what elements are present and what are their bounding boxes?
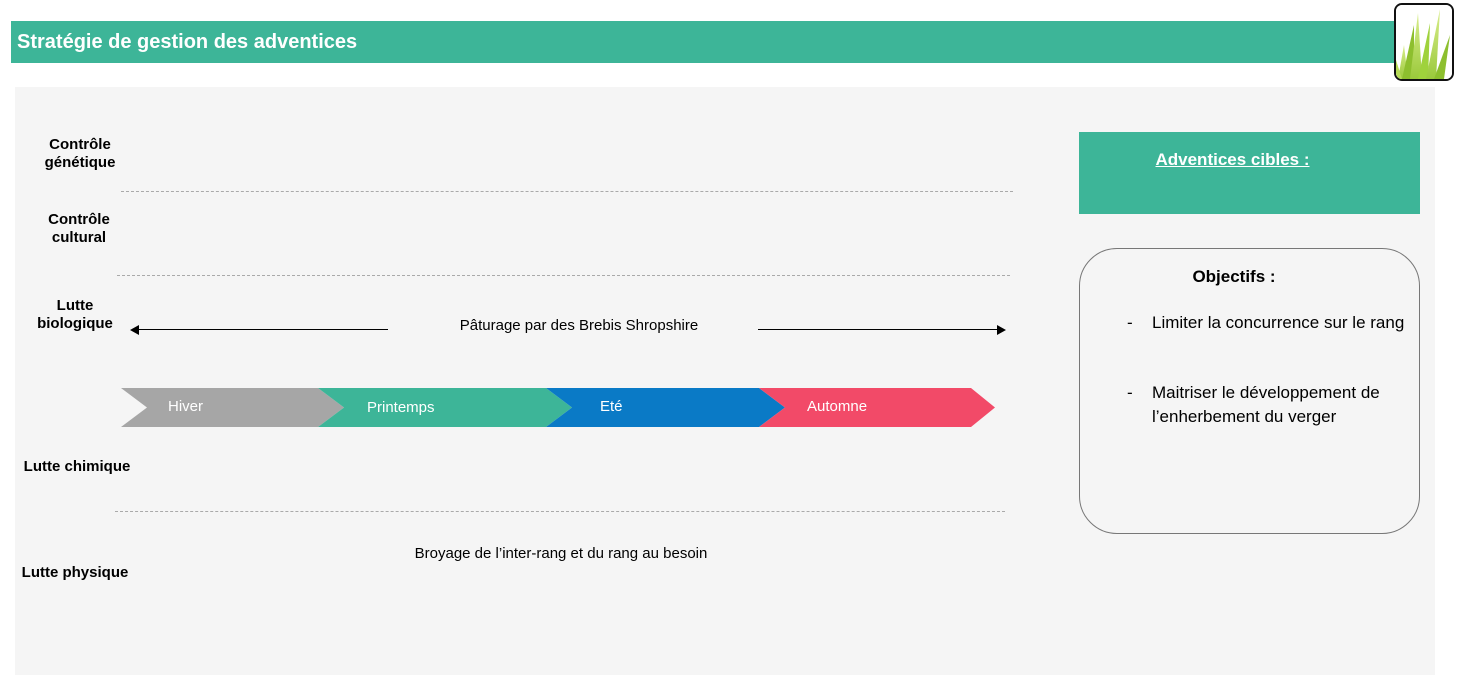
season-shape-summer: [546, 388, 785, 427]
biological-action-text: Pâturage par des Brebis Shropshire: [459, 317, 699, 334]
header-bar: Stratégie de gestion des adventices: [11, 21, 1401, 63]
arrow-line-left: [138, 329, 388, 330]
bullet-dash: -: [1127, 383, 1133, 402]
arrow-line-right: [758, 329, 998, 330]
objectives-box: Objectifs : - Limiter la concurrence sur…: [1079, 248, 1420, 534]
season-shape-spring: [318, 388, 572, 427]
season-label-spring: Printemps: [367, 399, 435, 416]
row-label-physical-control: Lutte physique: [21, 564, 129, 581]
objective-item: - Limiter la concurrence sur le rang: [1127, 311, 1412, 335]
target-weeds-title: Adventices cibles :: [1155, 150, 1310, 169]
target-weeds-box: Adventices cibles :: [1079, 132, 1420, 214]
page-title: Stratégie de gestion des adventices: [17, 31, 358, 53]
objective-text: Maitriser le développement de l’enherbem…: [1152, 383, 1380, 426]
objective-item: - Maitriser le développement de l’enherb…: [1127, 381, 1392, 429]
divider: [117, 275, 1010, 276]
season-label-winter: Hiver: [168, 398, 204, 415]
divider: [115, 511, 1005, 512]
arrow-right-icon: [997, 325, 1006, 335]
physical-action-text: Broyage de l’inter-rang et du rang au be…: [414, 545, 708, 562]
row-label-chemical-control: Lutte chimique: [23, 458, 131, 475]
season-shape-winter: [121, 388, 344, 427]
divider: [121, 191, 1013, 192]
bullet-dash: -: [1127, 313, 1133, 332]
arrow-left-icon: [130, 325, 139, 335]
season-label-summer: Eté: [600, 398, 623, 415]
objective-text: Limiter la concurrence sur le rang: [1152, 313, 1405, 332]
objectives-title: Objectifs :: [1192, 267, 1276, 286]
row-label-cultural-control: Contrôle cultural: [48, 211, 110, 246]
season-shape-autumn: [759, 388, 995, 427]
row-label-biological-control: Lutte biologique: [37, 297, 113, 332]
grass-logo-icon: [1394, 3, 1454, 81]
season-label-autumn: Automne: [807, 398, 868, 415]
row-label-genetic-control: Contrôle génétique: [44, 136, 116, 171]
season-timeline: Hiver Printemps Eté Automne: [121, 388, 995, 428]
